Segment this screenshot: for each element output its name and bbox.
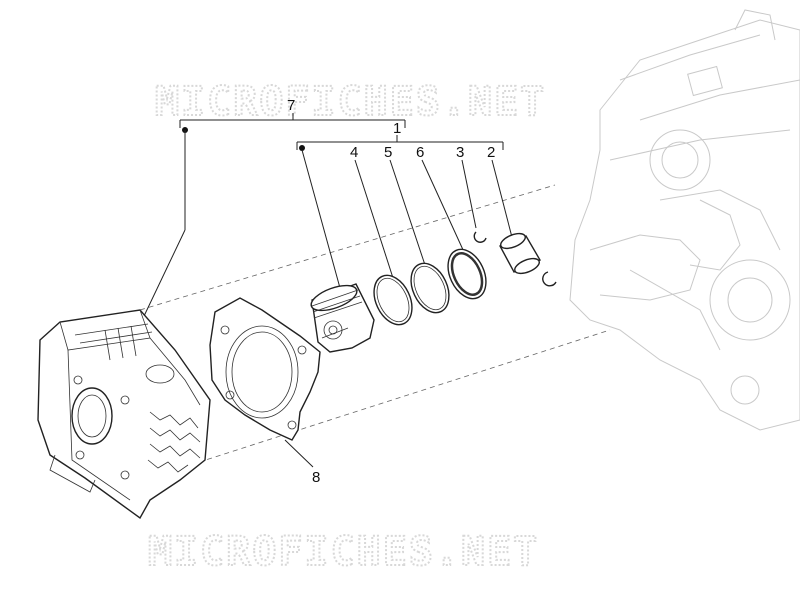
leader-8 <box>284 439 314 468</box>
leader-3 <box>461 159 477 229</box>
watermark-bottom: MICROFICHES.NET <box>148 529 539 575</box>
callout-5: 5 <box>384 144 392 161</box>
callout-2: 2 <box>487 144 495 161</box>
cylinder-gasket <box>209 297 321 441</box>
projection-line-top <box>139 184 556 311</box>
piston-ring-middle <box>410 262 450 314</box>
bracket-piston-kit <box>296 135 504 151</box>
watermark-top: MICROFICHES.NET <box>155 79 546 125</box>
crankcase-ghost <box>569 9 800 431</box>
leader-4 <box>354 159 394 279</box>
circlip-left <box>473 231 487 243</box>
piston-ring-top <box>373 274 413 326</box>
callout-6: 6 <box>416 144 424 161</box>
leader-piston-bracket <box>301 149 341 289</box>
callout-4: 4 <box>350 144 358 161</box>
callout-8: 8 <box>312 469 320 486</box>
circlip-right <box>542 271 557 287</box>
callout-3: 3 <box>456 144 464 161</box>
oil-ring <box>447 248 487 300</box>
piston-pin <box>499 232 541 275</box>
callout-1: 1 <box>393 120 401 137</box>
projection-line-bottom <box>189 329 611 466</box>
leader-6 <box>421 159 465 253</box>
cylinder-block <box>37 309 211 520</box>
leader-5 <box>389 159 426 266</box>
callout-7: 7 <box>287 97 295 114</box>
leader-2 <box>491 159 515 246</box>
piston <box>310 283 375 353</box>
